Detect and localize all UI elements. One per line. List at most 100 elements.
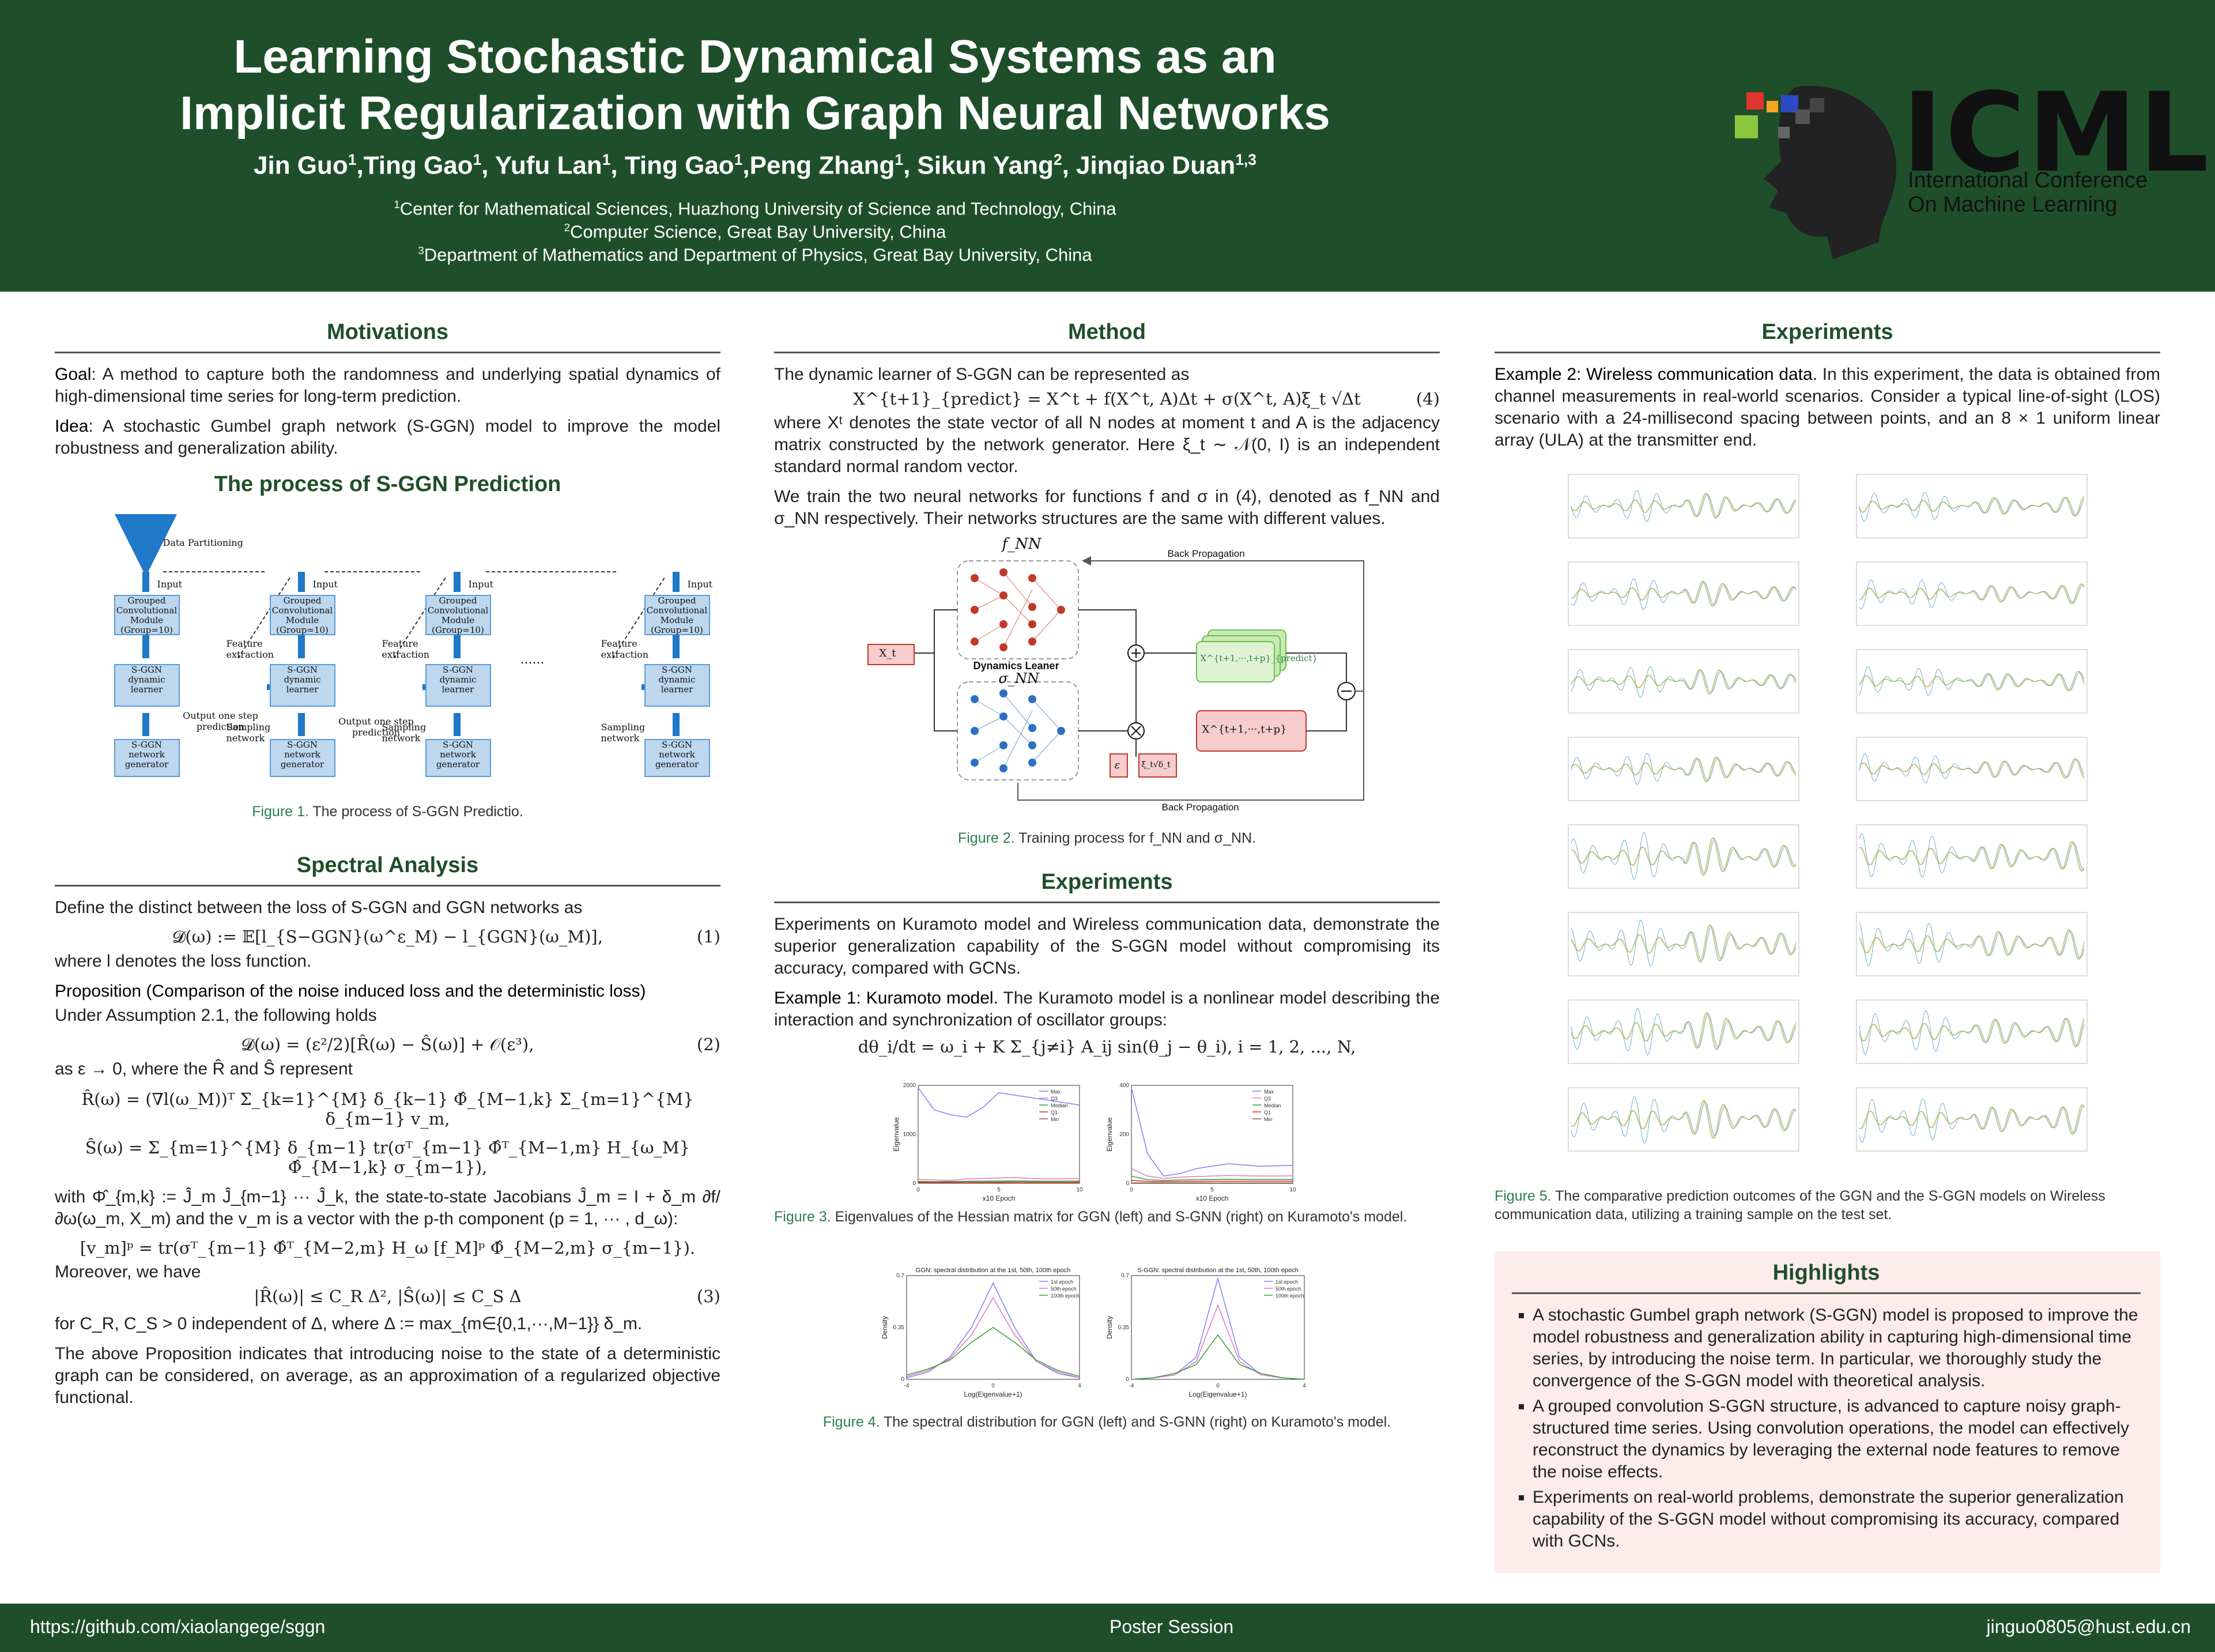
series-line [1571, 756, 1796, 782]
legend-entry: Q3 [1051, 1096, 1058, 1102]
figure-2-caption-text: Training process for f_NN and σ_NN. [1014, 830, 1256, 846]
equation-2: 𝓓(ω) = (ε²/2)[R̂(ω) − Ŝ(ω)] + 𝒪(ε³),(2) [55, 1035, 720, 1055]
legend-entry: 1st epoch [1051, 1279, 1073, 1285]
diagram-ellipsis: ...... [520, 652, 545, 667]
legend-entry: 50th epoch [1276, 1286, 1301, 1292]
sggn-generator-box-1: S-GGN network generator [114, 739, 180, 777]
author-affiliation-sup: 1 [895, 151, 904, 168]
figure-2-diagram: f_NN Dynamics Leaner σ_NN Back Propagati… [848, 535, 1367, 849]
sggn-learner-box-3: S-GGN dynamic learner [425, 664, 491, 707]
figure-5-label: Figure 5. [1495, 1188, 1552, 1204]
github-link[interactable]: https://github.com/xiaolangege/sggn [30, 1616, 326, 1637]
grouped-conv-box-3: Grouped Convolutional Module (Group=10) [425, 595, 491, 635]
equation-4-number: (4) [1416, 389, 1440, 409]
y-tick-label: 0 [1126, 1376, 1129, 1383]
series-line [1859, 671, 2084, 692]
y-tick-label: 1000 [903, 1131, 916, 1138]
wireless-prediction-plot [1856, 649, 2087, 714]
spectral-title: Spectral Analysis [55, 853, 720, 887]
grouped-conv-text-3: Grouped Convolutional Module [427, 595, 489, 625]
author-name: Jin Guo [254, 151, 348, 180]
series-line-q3 [1131, 1168, 1293, 1179]
series-line [1859, 583, 2084, 604]
series-line-q3 [918, 1177, 1080, 1181]
x-tick-label: 5 [997, 1187, 1001, 1193]
plot-frame [1568, 1000, 1799, 1064]
experiments-mid-title: Experiments [774, 870, 1440, 903]
example-2-text: In this experiment, the data is obtained… [1495, 365, 2160, 450]
author-name: Jinqiao Duan [1076, 151, 1236, 180]
figure-5-caption: Figure 5. The comparative prediction out… [1495, 1187, 2160, 1224]
process-title: The process of S-GGN Prediction [214, 472, 561, 496]
grouped-conv-groups-1: (Group=10) [120, 625, 173, 635]
series-line-q1 [1131, 1180, 1293, 1182]
wireless-prediction-plot [1856, 561, 2087, 626]
highlight-item: A stochastic Gumbel graph network (S-GGN… [1533, 1304, 2141, 1392]
grouped-conv-box-1: Grouped Convolutional Module (Group=10) [114, 595, 180, 635]
legend-entry: Q3 [1264, 1096, 1271, 1102]
legend-entry: 50th epoch [1051, 1286, 1077, 1292]
input-label-1: Input [157, 579, 183, 590]
highlights-list: A stochastic Gumbel graph network (S-GGN… [1512, 1304, 2141, 1552]
wireless-prediction-plot [1856, 824, 2087, 889]
where-l-text: where l denotes the loss function. [55, 952, 312, 971]
motivations-title: Motivations [55, 320, 720, 353]
moreover-text: Moreover, we have [55, 1262, 201, 1281]
output-label-1: Output one step prediction [183, 710, 258, 732]
x-tick-label: 0 [991, 1383, 995, 1389]
author-affiliation-sup: 2 [1053, 151, 1062, 168]
grouped-conv-groups-4: (Group=10) [651, 625, 703, 635]
legend-entry: Q1 [1051, 1110, 1058, 1115]
y-tick-label: 0.35 [1118, 1325, 1130, 1331]
prediction-label: X^{t+1,···,t+p}_{predict} [1200, 653, 1318, 663]
session-label: Poster Session [1110, 1616, 1234, 1637]
xi-label: ξ_t√δ_t [1141, 760, 1171, 770]
legend-entry: Q1 [1264, 1110, 1271, 1115]
figure-3-label: Figure 3. [774, 1209, 831, 1225]
figure-2-label: Figure 2. [957, 830, 1015, 846]
authors-line: Jin Guo1,Ting Gao1, Yufu Lan1, Ting Gao1… [254, 151, 1256, 180]
wireless-prediction-plot [1568, 1087, 1799, 1152]
series-line [1571, 669, 1796, 695]
x-tick-label: 5 [1210, 1187, 1214, 1193]
epsilon-label: ε [1114, 759, 1120, 771]
wireless-prediction-plot [1856, 474, 2087, 538]
equation-4: X^{t+1}_{predict} = X^t + f(X^t, A)Δt + … [774, 389, 1440, 409]
y-axis-label: Eigenvalue [1105, 1117, 1114, 1152]
series-line [1859, 666, 2084, 696]
idea-paragraph: Idea: A stochastic Gumbel graph network … [55, 416, 720, 459]
proposition-title: (Comparison of the noise induced loss an… [141, 982, 646, 1001]
figure-1-diagram: X1:2P Data Partitioning [82, 514, 712, 837]
highlights-title: Highlights [1512, 1261, 2141, 1294]
input-label-3: Input [468, 579, 494, 590]
series-line [1571, 666, 1796, 698]
plot-frame [1856, 1087, 2087, 1152]
x-tick-label: -4 [904, 1383, 910, 1389]
y-tick-label: 400 [1119, 1083, 1129, 1089]
legend-entry: 100th epoch [1051, 1293, 1080, 1299]
y-tick-label: 0.7 [896, 1273, 904, 1279]
icml-logo-text: ICML [1902, 69, 2212, 197]
y-tick-label: 200 [1119, 1131, 1129, 1138]
author-affiliation-sup: 1 [348, 151, 357, 168]
plot-frame [1856, 737, 2087, 801]
email-link[interactable]: jinguo0805@hust.edu.cn [1986, 1616, 2191, 1637]
equation-2-number: (2) [696, 1035, 720, 1054]
goal-paragraph: Goal: A method to capture both the rando… [55, 364, 720, 408]
grouped-conv-text-4: Grouped Convolutional Module [646, 595, 708, 625]
plot-frame [1568, 737, 1799, 801]
affiliation-2-text: Computer Science, Great Bay University, … [569, 221, 946, 242]
target-label: X^{t+1,···,t+p} [1202, 723, 1287, 736]
y-tick-label: 0.7 [1121, 1273, 1129, 1279]
experiments-intro: Experiments on Kuramoto model and Wirele… [774, 915, 1440, 978]
chart-frame [906, 1275, 1080, 1380]
plot-frame [1568, 1087, 1799, 1152]
feature-extraction-label-3: Feature extraction [601, 638, 649, 660]
for-cr-text: for C_R, C_S > 0 independent of Δ, where… [55, 1314, 643, 1333]
figure-1-caption: Figure 1. The process of S-GGN Predictio… [82, 802, 693, 821]
figure-4-caption: Figure 4. The spectral distribution for … [774, 1413, 1440, 1431]
grouped-conv-box-4: Grouped Convolutional Module (Group=10) [644, 595, 710, 635]
sggn-learner-box-1: S-GGN dynamic learner [114, 664, 180, 707]
sggn-generator-box-4: S-GGN network generator [644, 739, 710, 777]
